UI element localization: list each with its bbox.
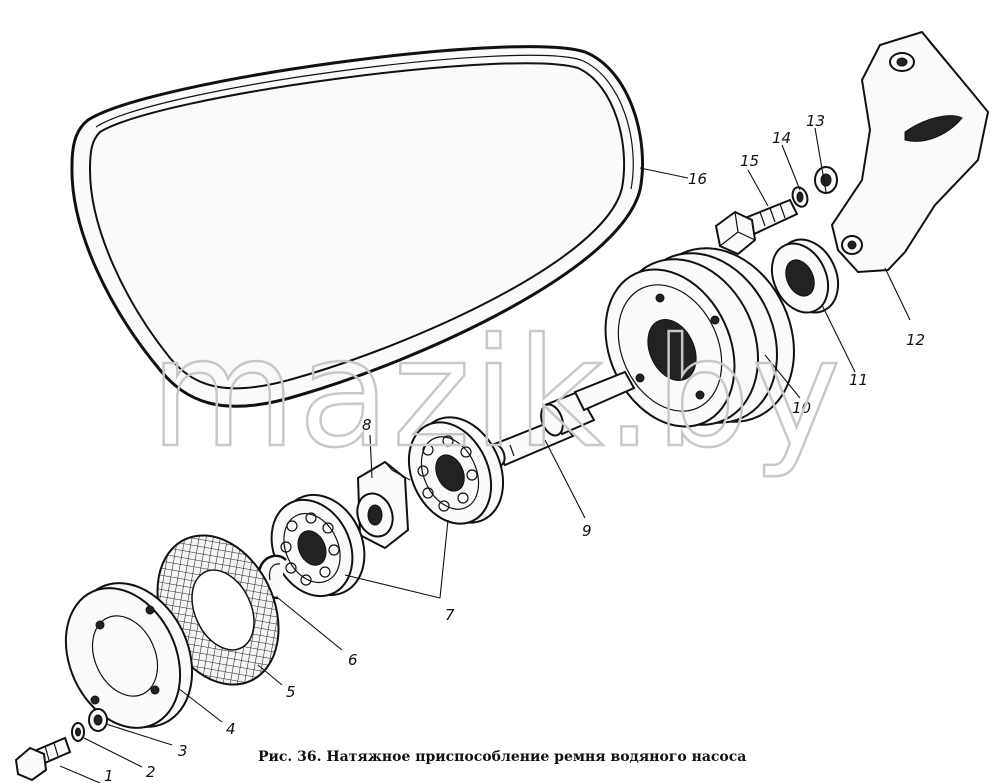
bolt-lower bbox=[14, 736, 72, 782]
leader-7 bbox=[344, 519, 449, 599]
leader-14 bbox=[781, 144, 801, 191]
callout-labels: 16 13 14 15 12 11 10 9 8 7 6 5 4 3 2 1 bbox=[104, 112, 925, 783]
figure-caption: Рис. 36. Натяжное приспособление ремня в… bbox=[258, 749, 747, 765]
callout-8: 8 bbox=[362, 416, 372, 434]
leader-12 bbox=[884, 267, 911, 321]
spring-washer-lower bbox=[71, 722, 85, 742]
leader-lines bbox=[59, 127, 911, 783]
washer-lower bbox=[88, 708, 108, 732]
callout-1: 1 bbox=[104, 767, 114, 783]
leader-2 bbox=[83, 737, 143, 768]
pulley bbox=[604, 247, 795, 428]
callout-11: 11 bbox=[849, 371, 868, 389]
callout-14: 14 bbox=[772, 129, 791, 147]
callout-16: 16 bbox=[688, 170, 707, 188]
cover bbox=[64, 582, 194, 729]
bearing-left bbox=[270, 493, 366, 598]
leader-3 bbox=[105, 723, 173, 746]
leader-6 bbox=[277, 597, 343, 651]
spacer-cup bbox=[356, 460, 411, 550]
bracket bbox=[830, 30, 990, 274]
leader-11 bbox=[821, 304, 856, 373]
spring-washer-upper bbox=[791, 186, 809, 208]
bearing-right bbox=[407, 416, 505, 525]
leader-10 bbox=[764, 354, 801, 399]
callout-13: 13 bbox=[806, 112, 825, 130]
callout-3: 3 bbox=[178, 742, 188, 760]
leader-1 bbox=[59, 765, 101, 783]
callout-4: 4 bbox=[226, 720, 236, 738]
callout-10: 10 bbox=[792, 399, 811, 417]
watermark: mazik.by bbox=[150, 307, 843, 481]
leader-5 bbox=[257, 664, 283, 686]
callout-9: 9 bbox=[582, 522, 592, 540]
callout-12: 12 bbox=[906, 331, 925, 349]
callout-2: 2 bbox=[146, 763, 156, 781]
v-belt bbox=[70, 45, 644, 408]
bolt-upper bbox=[714, 198, 799, 256]
leader-9 bbox=[544, 439, 586, 519]
callout-6: 6 bbox=[348, 651, 358, 669]
leader-8 bbox=[369, 434, 373, 479]
callout-7: 7 bbox=[445, 606, 455, 624]
seal bbox=[770, 238, 840, 314]
leader-16 bbox=[639, 167, 689, 179]
callout-5: 5 bbox=[286, 683, 296, 701]
leader-15 bbox=[747, 169, 769, 207]
leader-13 bbox=[814, 127, 827, 193]
callout-15: 15 bbox=[740, 152, 759, 170]
leader-4 bbox=[177, 687, 223, 723]
